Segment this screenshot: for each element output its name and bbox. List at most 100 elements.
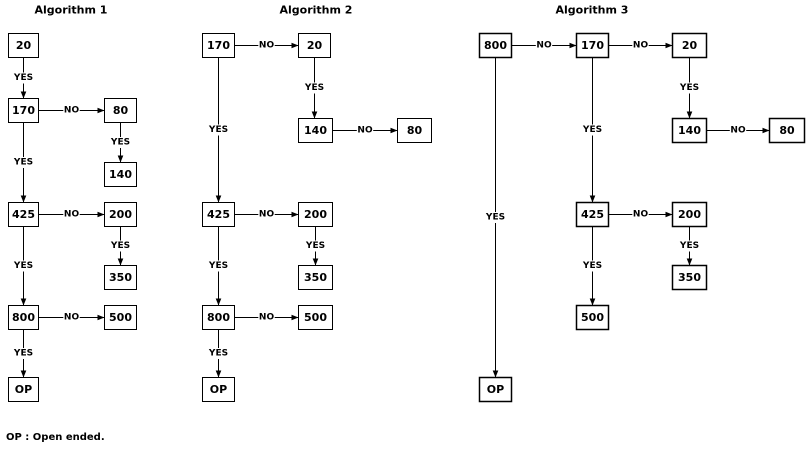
algorithm-3-node-20: 20 xyxy=(671,32,708,59)
edge-label-bg xyxy=(581,260,604,272)
node-label: 20 xyxy=(682,39,698,52)
edge-label-yes: YES xyxy=(13,261,33,271)
edge-label-bg xyxy=(581,124,604,136)
algorithm-3-edge-200-to-350: YES xyxy=(678,226,701,266)
node-box xyxy=(104,305,137,330)
edge-label-no: NO xyxy=(633,41,649,51)
algorithm-1-node-20: 20 xyxy=(8,33,39,58)
edge-label-yes: YES xyxy=(485,213,505,223)
algorithm-1-node-350: 350 xyxy=(104,265,137,290)
node-box xyxy=(575,304,610,331)
node-box xyxy=(202,33,235,58)
node-label: 800 xyxy=(484,39,507,52)
edge-label-bg xyxy=(303,82,326,94)
node-box xyxy=(671,117,708,144)
node-box xyxy=(8,202,39,227)
algorithm-1-edge-80-to-140: YES xyxy=(109,122,132,163)
node-label: 80 xyxy=(779,124,795,137)
algorithm-2-node-op: OP xyxy=(202,377,235,402)
algorithm-3-node-200: 200 xyxy=(671,201,708,228)
algorithm-1-node-80: 80 xyxy=(104,98,137,123)
edge-label-bg xyxy=(678,82,701,94)
algorithm-2-edge-200-to-350: YES xyxy=(304,226,327,266)
node-box xyxy=(575,201,610,228)
algorithm-2-node-800: 800 xyxy=(202,305,235,330)
node-label: 80 xyxy=(113,104,129,117)
edge-label-bg xyxy=(632,40,649,51)
algorithm-3-edge-170-to-20: NO xyxy=(608,40,673,51)
algorithm-1-edge-170-to-425: YES xyxy=(12,122,35,203)
algorithm-2-edge-800-to-500: NO xyxy=(234,312,299,323)
node-box xyxy=(768,117,806,144)
algorithm-3-edge-425-to-500: YES xyxy=(581,226,604,306)
node-box xyxy=(671,32,708,59)
node-box xyxy=(298,33,331,58)
edge-label-bg xyxy=(632,209,649,220)
node-label: 800 xyxy=(12,311,35,324)
algorithm-2-node-425: 425 xyxy=(202,202,235,227)
node-label: 350 xyxy=(109,271,132,284)
algorithm-3-node-80: 80 xyxy=(768,117,806,144)
node-label: 170 xyxy=(207,39,230,52)
edge-label-bg xyxy=(678,240,701,252)
algorithm-1-edge-800-to-500: NO xyxy=(38,312,105,323)
algorithm-2-node-170: 170 xyxy=(202,33,235,58)
algorithm-3-node-350: 350 xyxy=(671,264,708,291)
node-label: 500 xyxy=(109,311,132,324)
node-label: 20 xyxy=(307,39,323,52)
edge-label-bg xyxy=(12,260,35,272)
node-box xyxy=(104,265,137,290)
algorithm-3-edge-20-to-140: YES xyxy=(678,57,701,119)
node-label: 140 xyxy=(678,124,701,137)
algorithm-2-node-500: 500 xyxy=(298,305,333,330)
node-box xyxy=(8,305,39,330)
algorithm-1-edge-800-to-op: YES xyxy=(12,329,35,378)
edge-label-no: NO xyxy=(357,126,373,136)
node-label: 500 xyxy=(304,311,327,324)
algorithm-2-node-80: 80 xyxy=(397,118,432,143)
algorithm-2-title: Algorithm 2 xyxy=(280,4,353,17)
node-box xyxy=(298,202,333,227)
node-box xyxy=(671,264,708,291)
algorithm-3-title: Algorithm 3 xyxy=(556,4,629,17)
edge-label-yes: YES xyxy=(208,125,228,135)
node-label: 200 xyxy=(304,208,327,221)
edge-label-bg xyxy=(207,348,230,359)
algorithm-3-node-op: OP xyxy=(478,376,513,403)
algorithm-2-node-200: 200 xyxy=(298,202,333,227)
edge-label-no: NO xyxy=(536,41,552,51)
node-label: 200 xyxy=(109,208,132,221)
edge-label-bg xyxy=(207,260,230,272)
edge-label-yes: YES xyxy=(582,125,602,135)
edge-label-yes: YES xyxy=(13,349,33,359)
edge-label-yes: YES xyxy=(110,138,130,148)
algorithm-1-edge-425-to-800: YES xyxy=(12,226,35,306)
algorithm-2-edge-800-to-op: YES xyxy=(207,329,230,378)
algorithm-1-edge-200-to-350: YES xyxy=(109,226,132,266)
node-box xyxy=(478,376,513,403)
node-box xyxy=(202,305,235,330)
edge-label-bg xyxy=(258,312,275,323)
footnote: OP : Open ended. xyxy=(6,432,105,443)
node-box xyxy=(202,377,235,402)
algorithm-2-node-350: 350 xyxy=(298,265,333,290)
algorithm-3-edge-800-to-op: YES xyxy=(484,57,507,378)
node-box xyxy=(104,202,137,227)
node-box xyxy=(104,162,137,187)
edge-label-yes: YES xyxy=(110,241,130,251)
edge-label-bg xyxy=(109,137,132,148)
algorithm-3-node-800: 800 xyxy=(478,32,513,59)
node-label: 425 xyxy=(12,208,35,221)
edge-label-bg xyxy=(535,40,553,51)
edge-label-bg xyxy=(484,212,507,223)
node-label: OP xyxy=(487,383,504,396)
edge-label-bg xyxy=(304,240,327,252)
node-label: 425 xyxy=(581,208,604,221)
edge-label-bg xyxy=(258,209,275,220)
algorithm-3-edge-140-to-80: NO xyxy=(706,125,770,136)
algorithm-1-node-425: 425 xyxy=(8,202,39,227)
node-box xyxy=(575,32,610,59)
algorithm-2-edge-425-to-200: NO xyxy=(234,209,299,220)
node-label: 170 xyxy=(12,104,35,117)
edge-label-yes: YES xyxy=(208,261,228,271)
